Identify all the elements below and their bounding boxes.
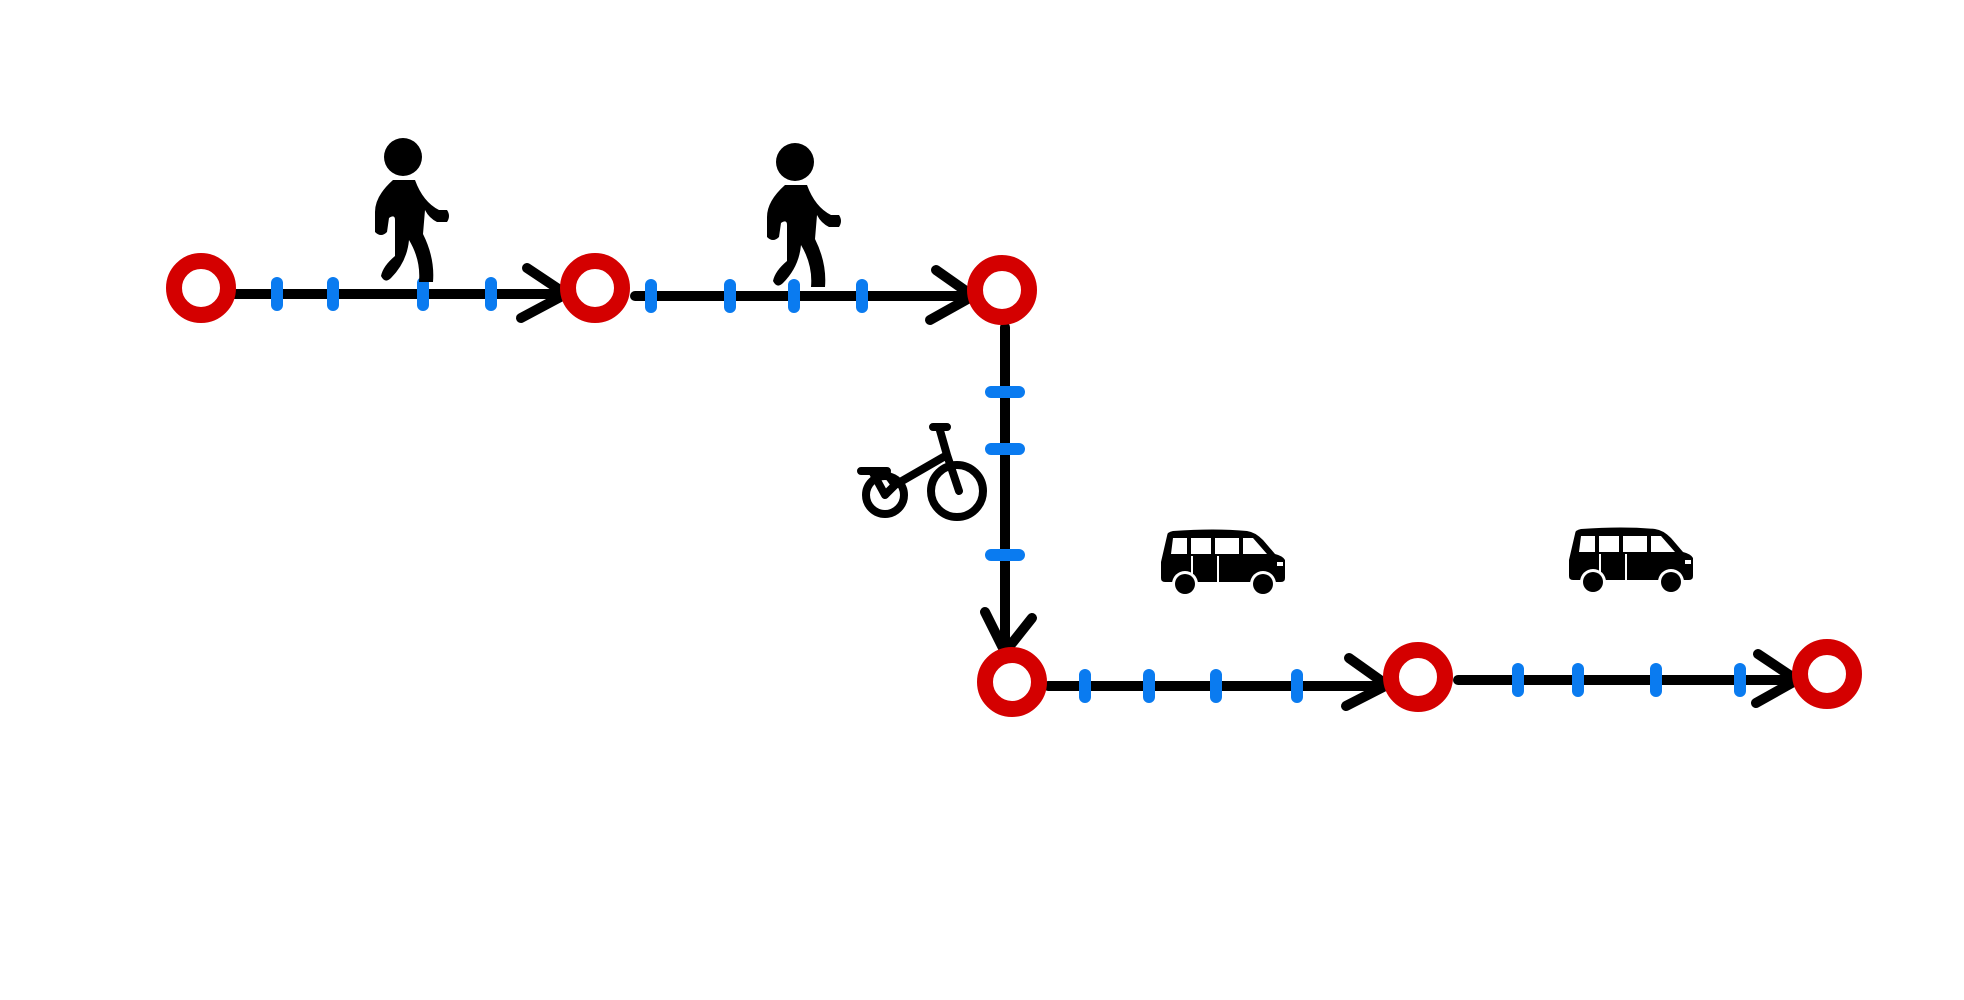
route-node-stop-2 bbox=[560, 253, 630, 323]
route-node-stop-1 bbox=[166, 253, 236, 323]
route-node-stop-3 bbox=[967, 255, 1037, 325]
route-node-stop-6 bbox=[1792, 639, 1862, 709]
walking-person-icon bbox=[767, 143, 841, 287]
bicycle-icon bbox=[861, 427, 983, 517]
route-node-stop-5 bbox=[1383, 642, 1453, 712]
walking-person-icon bbox=[375, 138, 449, 282]
route-node-stop-4 bbox=[977, 647, 1047, 717]
van-icon bbox=[1569, 527, 1693, 595]
van-icon bbox=[1161, 529, 1285, 597]
